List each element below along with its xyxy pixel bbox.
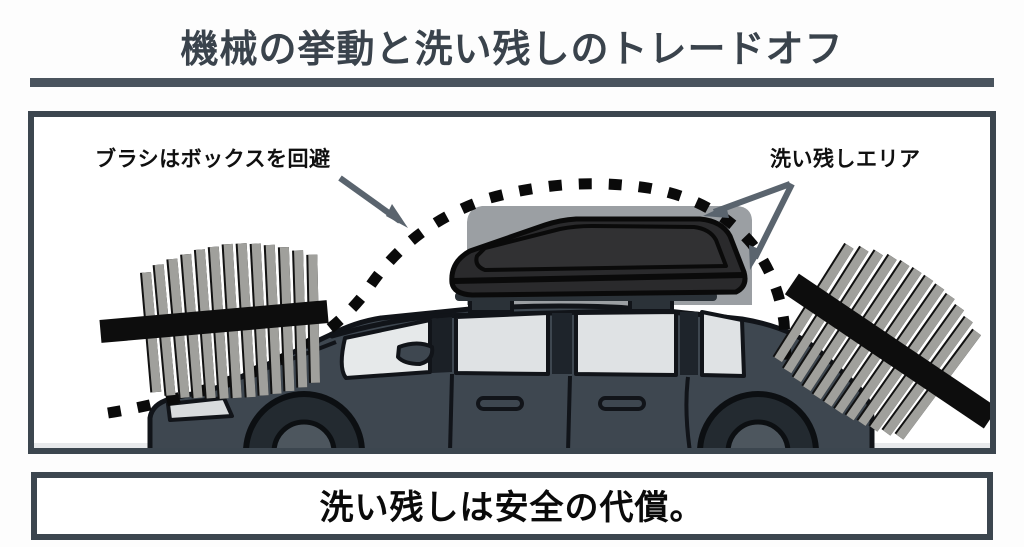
front-door-cut bbox=[448, 373, 454, 448]
headlight bbox=[166, 396, 234, 422]
right-brush-axle bbox=[784, 273, 990, 429]
page-title: 機械の挙動と洗い残しのトレードオフ bbox=[180, 29, 843, 71]
a-pillar bbox=[432, 317, 452, 373]
roof-cargo-box-lid-highlight bbox=[474, 224, 728, 272]
left-brush-axle bbox=[99, 300, 329, 343]
b-pillar bbox=[552, 313, 572, 374]
rear-door-glass bbox=[574, 310, 678, 377]
rear-door-cut bbox=[566, 375, 572, 448]
c-pillar bbox=[680, 312, 698, 375]
right-rotating-brush bbox=[772, 242, 990, 440]
rear-wheel bbox=[697, 391, 819, 448]
title-underline-rule bbox=[30, 78, 994, 87]
roof-cargo-box bbox=[449, 216, 748, 298]
side-mirror bbox=[396, 341, 435, 366]
brush-avoids-box-arrow bbox=[338, 175, 408, 228]
front-door-handle bbox=[476, 396, 524, 411]
front-door-glass bbox=[454, 311, 550, 376]
roof-cargo-box-seam bbox=[450, 272, 747, 284]
caption-text: 洗い残しは安全の代償。 bbox=[320, 488, 705, 527]
left-rotating-brush bbox=[99, 243, 329, 399]
rear-door-handle bbox=[598, 396, 646, 411]
brush-avoids-box-label: ブラシはボックスを回避 bbox=[95, 147, 330, 171]
brush-travel-path-dotted bbox=[107, 178, 792, 419]
quarter-glass bbox=[700, 310, 746, 378]
caption-box bbox=[31, 472, 993, 540]
unwashed-area-arrows bbox=[703, 181, 795, 270]
unwashed-area-label: 洗い残しエリア bbox=[770, 148, 921, 171]
rear-wheel-arch-cut bbox=[684, 376, 692, 448]
front-wheel bbox=[243, 391, 365, 448]
